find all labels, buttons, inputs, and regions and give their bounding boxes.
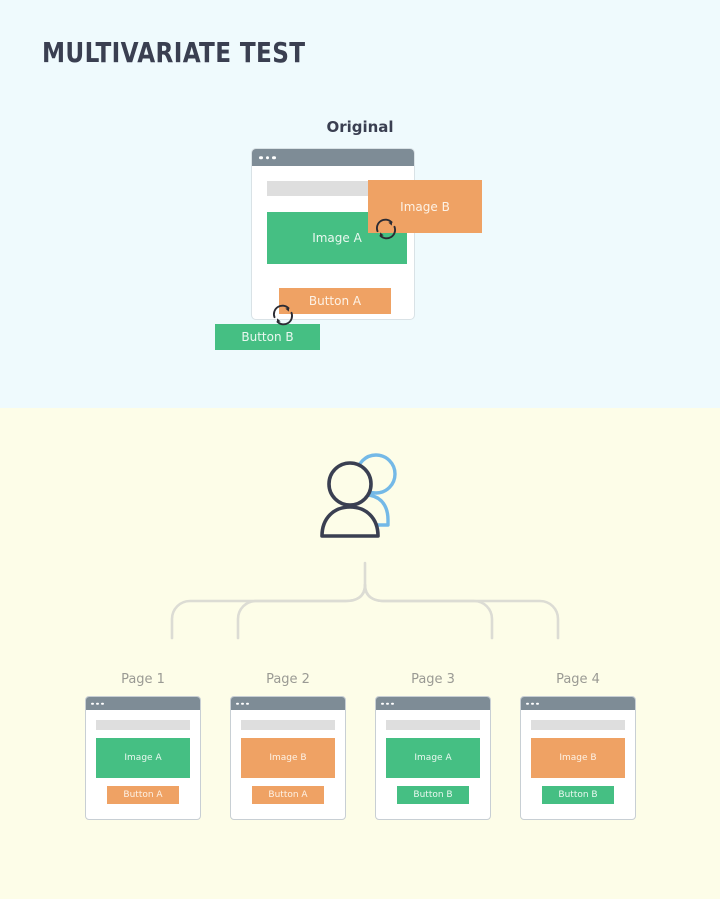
variant-card-1[interactable]: Page 1 Image A Button A: [76, 672, 210, 820]
original-label: Original: [326, 118, 394, 136]
browser-titlebar: [252, 149, 414, 166]
browser-titlebar: [521, 697, 635, 710]
browser-titlebar: [376, 697, 490, 710]
content-placeholder-bar: [96, 720, 190, 730]
variant-button[interactable]: Button B: [397, 786, 469, 804]
content-placeholder-bar: [531, 720, 625, 730]
variant-image: Image A: [386, 738, 480, 778]
window-controls-dots: [381, 702, 394, 705]
variant-label: Page 2: [266, 672, 310, 687]
swap-icon: [376, 218, 396, 240]
swap-icon: [273, 304, 293, 326]
tree-connector: [170, 561, 560, 640]
browser-titlebar: [231, 697, 345, 710]
variant-button[interactable]: Button A: [107, 786, 179, 804]
variant-card-2[interactable]: Page 2 Image B Button A: [221, 672, 355, 820]
original-button-b-variant: Button B: [215, 324, 320, 350]
variant-image: Image B: [531, 738, 625, 778]
original-button-a: Button A: [279, 288, 391, 314]
variant-browser-window: Image A Button B: [375, 696, 491, 820]
window-controls-dots: [91, 702, 104, 705]
variant-button[interactable]: Button B: [542, 786, 614, 804]
window-controls-dots: [236, 702, 249, 705]
variant-label: Page 3: [411, 672, 455, 687]
content-placeholder-bar: [386, 720, 480, 730]
users-icon: [320, 453, 397, 538]
page-title: MULTIVARIATE TEST: [42, 36, 306, 69]
browser-titlebar: [86, 697, 200, 710]
window-controls-dots: [526, 702, 539, 705]
variant-card-4[interactable]: Page 4 Image B Button B: [511, 672, 645, 820]
variant-browser-window: Image B Button B: [520, 696, 636, 820]
variant-image: Image A: [96, 738, 190, 778]
variant-browser-window: Image B Button A: [230, 696, 346, 820]
variant-browser-window: Image A Button A: [85, 696, 201, 820]
variant-image: Image B: [241, 738, 335, 778]
original-image-b-variant: Image B: [368, 180, 482, 233]
content-placeholder-bar: [267, 181, 379, 196]
variant-label: Page 1: [121, 672, 165, 687]
content-placeholder-bar: [241, 720, 335, 730]
variant-button[interactable]: Button A: [252, 786, 324, 804]
window-controls-dots: [259, 155, 276, 160]
variant-card-3[interactable]: Page 3 Image A Button B: [366, 672, 500, 820]
variant-label: Page 4: [556, 672, 600, 687]
